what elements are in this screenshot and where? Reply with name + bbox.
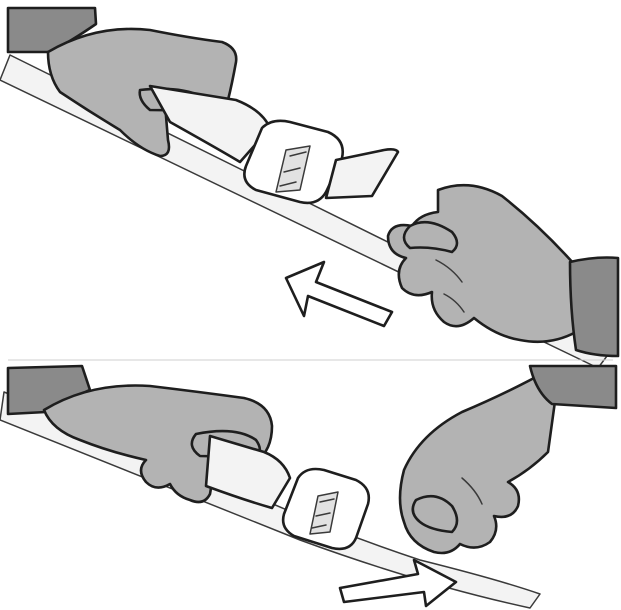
hand-top-right [388, 185, 576, 342]
buckle-bottom [283, 469, 369, 549]
arrow-top-up-left [286, 262, 392, 326]
sleeve-top-right [570, 258, 618, 357]
panel-bottom-loosen [0, 366, 616, 608]
hand-bottom-right [400, 378, 556, 553]
panel-top-tighten [0, 8, 618, 368]
